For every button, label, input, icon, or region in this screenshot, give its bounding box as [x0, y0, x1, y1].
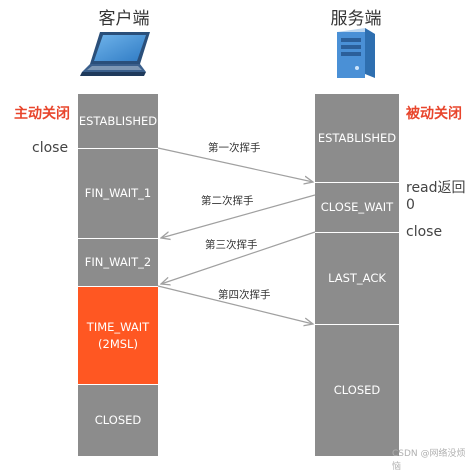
client-state-fin-wait-1: FIN_WAIT_1 — [78, 148, 158, 238]
server-close-event: close — [406, 224, 443, 240]
server-icon — [337, 28, 375, 78]
server-title: 服务端 — [330, 9, 382, 29]
server-state-close-wait: CLOSE_WAIT — [315, 182, 399, 232]
arrow-fin-2 — [161, 231, 316, 284]
server-read-event: read返回0 — [406, 180, 466, 213]
message-label-1: 第一次挥手 — [208, 142, 261, 154]
client-state-established: ESTABLISHED — [78, 94, 158, 148]
server-state-closed: CLOSED — [315, 324, 399, 456]
message-label-3: 第三次挥手 — [205, 239, 258, 251]
client-state-time-wait: TIME_WAIT (2MSL) — [78, 286, 158, 384]
client-close-event: close — [32, 140, 69, 156]
client-state-fin-wait-2: FIN_WAIT_2 — [78, 238, 158, 286]
client-title: 客户端 — [98, 9, 150, 29]
message-label-4: 第四次挥手 — [218, 289, 271, 301]
laptop-icon — [80, 32, 150, 76]
server-state-established: ESTABLISHED — [315, 94, 399, 182]
watermark: CSDN @网络没烦恼 — [392, 449, 466, 472]
client-role-label: 主动关闭 — [14, 106, 70, 122]
handshake-arrows — [157, 147, 316, 460]
server-state-last-ack: LAST_ACK — [315, 232, 399, 324]
server-role-label: 被动关闭 — [406, 106, 462, 122]
message-label-2: 第二次挥手 — [201, 195, 254, 207]
client-state-closed: CLOSED — [78, 384, 158, 456]
arrow-ack-1 — [161, 194, 316, 238]
arrow-fin-1 — [157, 147, 313, 182]
arrow-ack-2 — [157, 285, 313, 324]
